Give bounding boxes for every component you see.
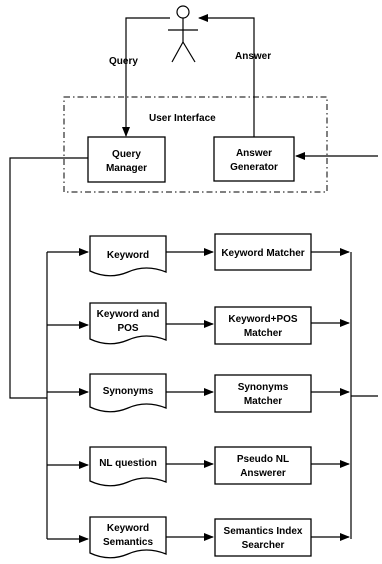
query-flow-arrow — [122, 17, 170, 137]
query-manager-line2: Manager — [106, 163, 147, 174]
matcher-box — [214, 306, 312, 345]
row-nl-question: NL question Pseudo NL Answerer — [47, 446, 350, 487]
answer-label: Answer — [235, 51, 271, 62]
matcher-box — [214, 374, 312, 413]
answer-generator-line2: Generator — [230, 162, 278, 173]
user-actor-icon — [168, 5, 198, 63]
query-distribution-line — [9, 157, 88, 399]
input-label-line1: Keyword — [107, 523, 149, 534]
matcher-label-line1: Keyword Matcher — [221, 248, 304, 259]
matcher-label-line1: Keyword+POS — [228, 314, 298, 325]
query-manager-line1: Query — [112, 149, 141, 160]
input-document-shape — [89, 373, 167, 413]
matcher-label-line1: Semantics Index — [224, 526, 303, 537]
matcher-label-line2: Matcher — [244, 396, 282, 407]
matcher-label-line1: Pseudo NL — [237, 454, 289, 465]
matcher-label-line1: Synonyms — [238, 382, 289, 393]
input-label-line2: Semantics — [103, 537, 153, 548]
input-document-shape — [89, 302, 167, 345]
input-label-line1: Keyword and — [97, 309, 160, 320]
query-label: Query — [109, 56, 138, 67]
matcher-label-line2: Matcher — [244, 328, 282, 339]
matcher-label-line2: Answerer — [240, 468, 286, 479]
input-label: Synonyms — [103, 386, 154, 397]
input-document-shape — [89, 446, 167, 487]
input-label-line2: POS — [117, 323, 138, 334]
input-label: NL question — [99, 458, 157, 469]
matcher-box — [214, 446, 312, 485]
matcher-label-line2: Searcher — [242, 540, 285, 551]
row-keyword-pos: Keyword and POS Keyword+POS Matcher — [47, 302, 350, 345]
input-label: Keyword — [107, 250, 149, 261]
answer-generator-line1: Answer — [236, 148, 272, 159]
answer-generator-box: Answer Generator — [213, 136, 295, 182]
input-document-shape — [89, 516, 167, 559]
input-document-shape — [89, 235, 167, 277]
row-keyword-semantics: Keyword Semantics Semantics Index Search… — [47, 516, 350, 559]
row-synonyms: Synonyms Synonyms Matcher — [47, 373, 350, 413]
row-keyword: Keyword Keyword Matcher — [47, 233, 350, 277]
user-interface-label: User Interface — [149, 113, 216, 124]
matcher-box — [214, 518, 312, 557]
query-manager-box: Query Manager — [87, 136, 166, 183]
user-interface-boundary — [63, 96, 328, 193]
